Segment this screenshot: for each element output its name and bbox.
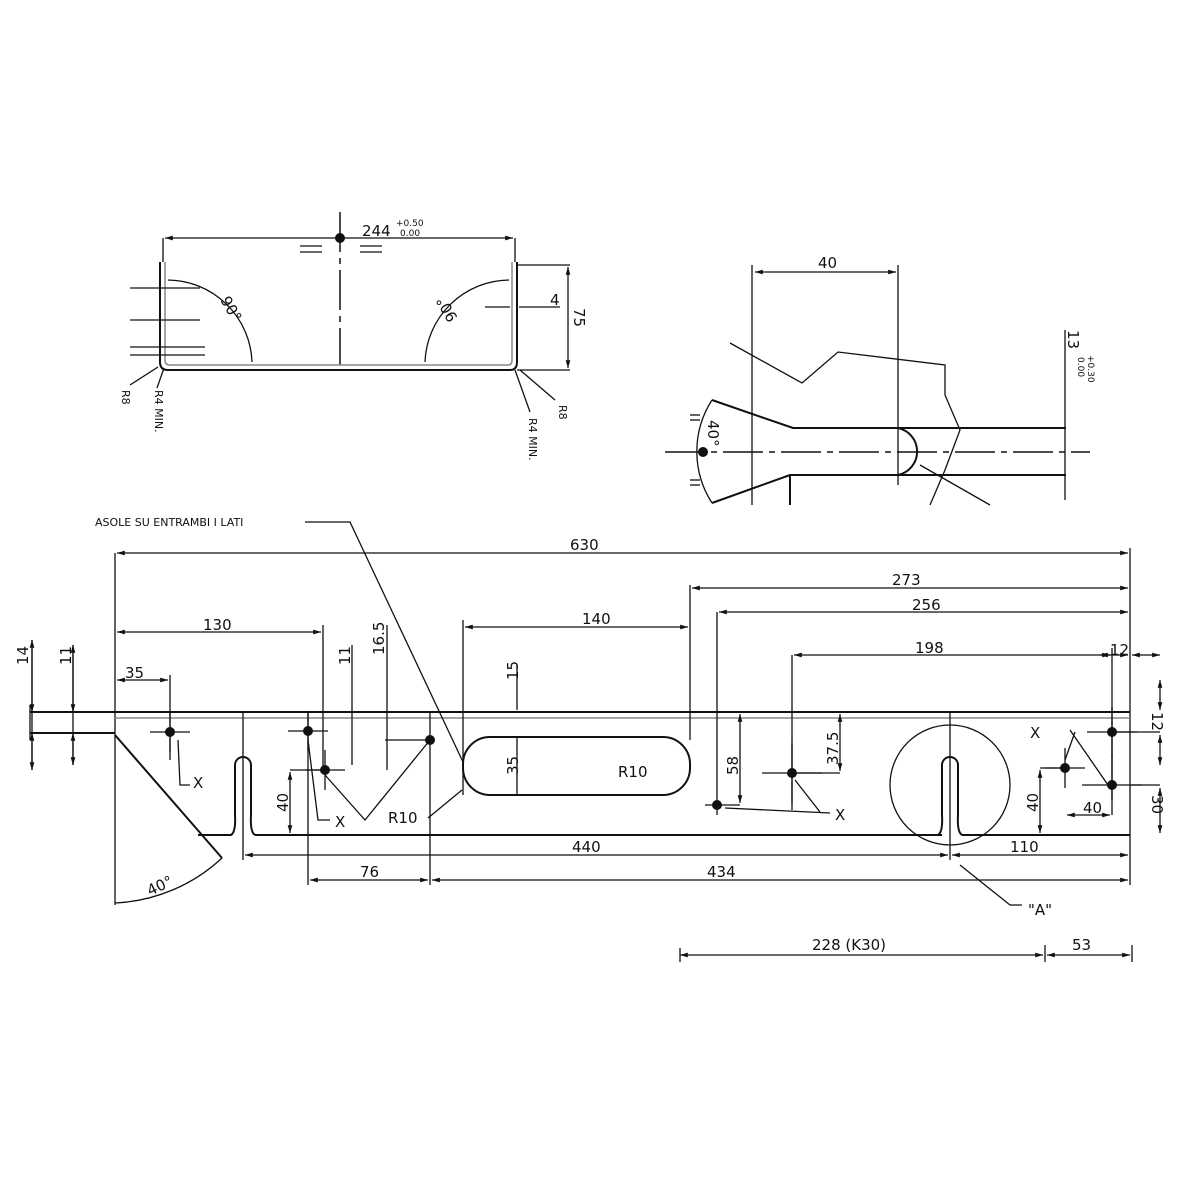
marker-x-4: X: [1030, 724, 1040, 742]
leader: [919, 464, 991, 506]
dim-40-horizontal: 40: [1083, 799, 1102, 817]
dim-slot-width: 13: [1064, 330, 1082, 349]
dim-244-tol-upper: +0.50: [396, 219, 424, 229]
dim-58: 58: [724, 756, 742, 775]
angle-arc-right: [424, 279, 510, 363]
dim-11-mid: 11: [336, 646, 354, 665]
main-view: ASOLE SU ENTRAMBI I LATI 630 130 35 14 1…: [14, 516, 1166, 954]
dim-detail-40: 40: [818, 254, 837, 272]
keyhole-slot: [905, 756, 963, 836]
slot-tol-upper: +0.30: [1085, 355, 1095, 383]
radius-inner-right: R4 MIN.: [526, 418, 539, 461]
dim-130: 130: [203, 616, 232, 634]
detail-ref-a: "A": [1028, 901, 1052, 919]
slot-upper-edge: [711, 399, 1066, 429]
x-leader: [307, 739, 330, 821]
dim-35-vertical: 35: [504, 756, 522, 775]
marker-x-2: X: [335, 813, 345, 831]
leader: [156, 367, 165, 389]
dim-256: 256: [912, 596, 941, 614]
dim-273: 273: [892, 571, 921, 589]
x-leader: [724, 779, 831, 814]
dim-11-left: 11: [57, 646, 75, 665]
angle-40: 40°: [144, 872, 176, 900]
angle-arc-detail: [696, 399, 713, 504]
break-line: [729, 342, 961, 506]
detail-angle: 40°: [704, 420, 722, 447]
dim-40-left: 40: [274, 793, 292, 812]
dim-15: 15: [504, 661, 522, 680]
dim-244: 244: [362, 222, 391, 240]
angle-left: 90°: [217, 293, 246, 325]
dim-40-right: 40: [1024, 793, 1042, 812]
keyhole-slot: [198, 756, 256, 836]
x-leader: [1064, 729, 1109, 786]
dim-12-top: 12: [1110, 641, 1129, 659]
dim-14: 14: [14, 646, 32, 665]
elongated-slot: [462, 736, 691, 796]
slot-tol-lower: 0.00: [1075, 357, 1085, 377]
angle-arc-left: [167, 279, 253, 363]
dim-37-5: 37.5: [824, 732, 842, 765]
extension-line: [517, 264, 570, 371]
x-leader: [177, 739, 190, 786]
dim-16-5: 16.5: [370, 622, 388, 655]
marker-x-1: X: [193, 774, 203, 792]
radius-r10-right: R10: [618, 763, 648, 781]
dim-440: 440: [572, 838, 601, 856]
detail-a-leader: [959, 864, 1022, 906]
slot-note: ASOLE SU ENTRAMBI I LATI: [95, 516, 243, 529]
angle-40-arc: [114, 857, 223, 904]
dim-244-tol-lower: 0.00: [400, 229, 420, 239]
note-leader: [305, 521, 464, 763]
slot-end: [897, 427, 919, 476]
marker-x-3: X: [835, 806, 845, 824]
dim-12-right: 12: [1148, 712, 1166, 731]
leader: [514, 369, 531, 413]
radius-outer-right: R8: [556, 405, 569, 420]
hole-center-dot: [698, 447, 708, 457]
dim-110: 110: [1010, 838, 1039, 856]
dim-height: 75: [570, 308, 588, 327]
chamfer-edge: [114, 734, 223, 859]
dim-198: 198: [915, 639, 944, 657]
r10-leader: [427, 789, 463, 819]
dim-76: 76: [360, 863, 379, 881]
top-view: 244 +0.50 0.00 90° 90° 4 75 R8 R4 MIN. R…: [119, 219, 588, 461]
dim-140: 140: [582, 610, 611, 628]
slot-lower-edge: [711, 474, 1066, 504]
leader: [519, 369, 556, 401]
x-leader: [324, 739, 431, 822]
radius-r10-left: R10: [388, 809, 418, 827]
drawing-geometry: [29, 212, 1163, 962]
detail-view: 40 40° 13 +0.30 0.00: [704, 254, 1095, 447]
leader: [129, 366, 159, 386]
detail-a-circle: [889, 724, 1011, 846]
profile-outer: [159, 262, 518, 371]
dim-30: 30: [1148, 795, 1166, 814]
radius-outer-left: R8: [119, 390, 132, 405]
profile-inner: [164, 262, 513, 366]
dim-228-k30: 228 (K30): [812, 936, 886, 954]
dim-434: 434: [707, 863, 736, 881]
dim-53: 53: [1072, 936, 1091, 954]
dim-35: 35: [125, 664, 144, 682]
dim-thickness: 4: [550, 291, 560, 309]
radius-inner-left: R4 MIN.: [152, 390, 165, 433]
dim-630: 630: [570, 536, 599, 554]
